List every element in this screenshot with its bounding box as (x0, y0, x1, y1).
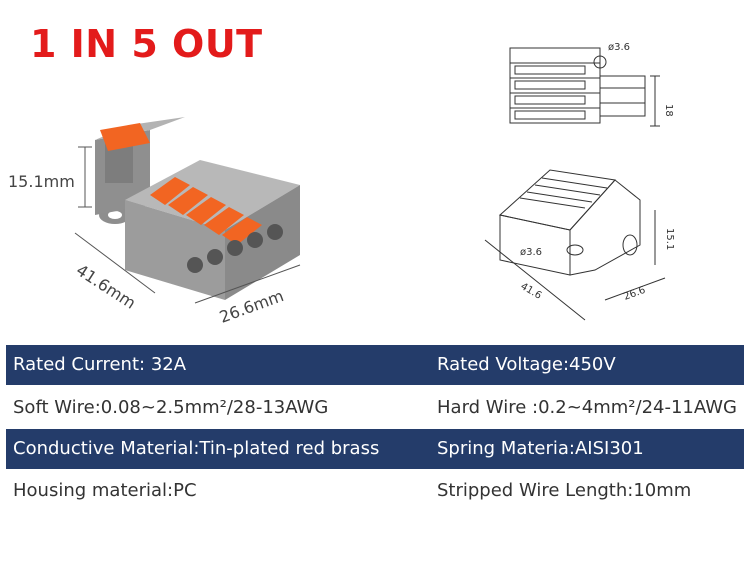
drawing-iso-hole-label: ø3.6 (520, 247, 542, 258)
product-title: 1 IN 5 OUT (30, 22, 263, 66)
product-image: 15.1mm 41.6mm 26.6mm (8, 117, 301, 327)
spec-hard-wire: Hard Wire :0.2~4mm²/24-11AWG (437, 397, 737, 418)
spec-housing-material: Housing material:PC (13, 480, 197, 501)
spec-conductive-material: Conductive Material:Tin-plated red brass (13, 438, 380, 459)
dim-height-label: 15.1mm (8, 172, 75, 191)
drawing-iso-height-label: 15.1 (664, 228, 675, 250)
drawing-top-hole-label: ø3.6 (608, 42, 630, 53)
technical-drawing-top-view: ø3.6 18 (509, 42, 674, 127)
spec-row: Housing material:PC Stripped Wire Length… (6, 471, 744, 511)
technical-drawing-iso-view: ø3.6 15.1 41.6 26.6 (484, 169, 675, 321)
drawing-top-height-label: 18 (663, 104, 674, 117)
spec-row: Conductive Material:Tin-plated red brass… (6, 429, 744, 469)
spec-row: Rated Current: 32A Rated Voltage:450V (6, 345, 744, 385)
spec-row: Soft Wire:0.08~2.5mm²/28-13AWG Hard Wire… (6, 388, 744, 428)
spec-stripped-wire-length: Stripped Wire Length:10mm (437, 480, 692, 501)
spec-rated-current: Rated Current: 32A (13, 354, 187, 375)
spec-rated-voltage: Rated Voltage:450V (437, 354, 616, 375)
spec-spring-material: Spring Materia:AISI301 (437, 438, 644, 459)
spec-soft-wire: Soft Wire:0.08~2.5mm²/28-13AWG (13, 397, 329, 418)
drawing-iso-width-label: 26.6 (622, 285, 647, 303)
